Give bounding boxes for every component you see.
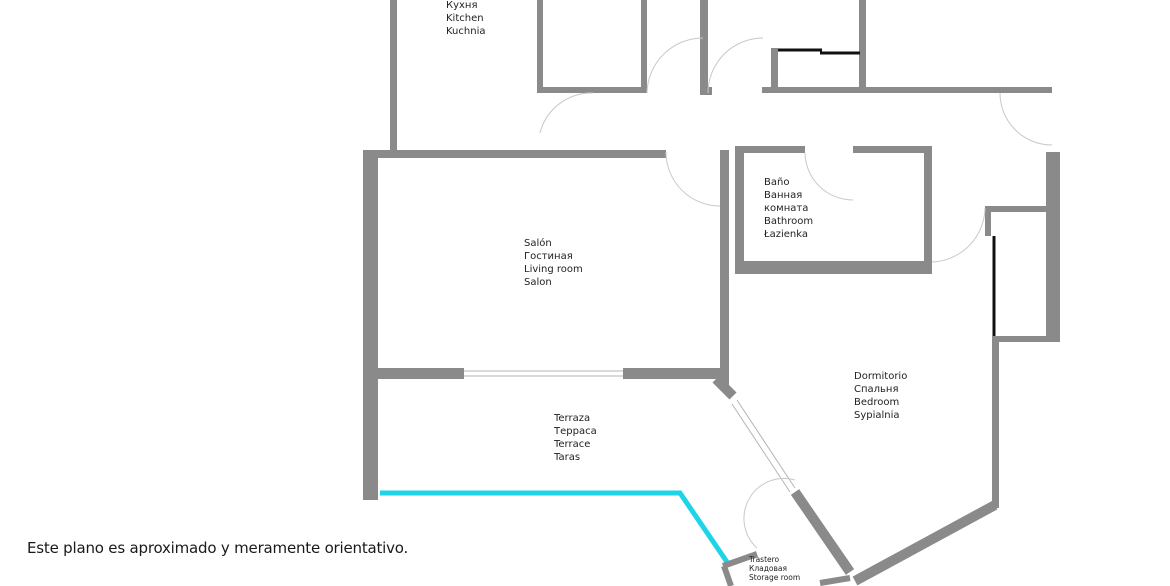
kitchen-label: Кухня Kitchen Kuchnia — [446, 0, 485, 37]
kitchen-label-line: Кухня — [446, 0, 478, 11]
storage-label-line: Trastero — [748, 555, 780, 564]
bedroom-label-line: Sypialnia — [854, 410, 900, 421]
bathroom-label-line: Baño — [764, 177, 789, 188]
living-room-walls — [363, 150, 729, 500]
bathroom-label-line: комната — [764, 203, 808, 214]
terrace-label-line: Taras — [553, 452, 580, 463]
kitchen-label-line: Kitchen — [446, 13, 484, 24]
living-room-label-line: Гостиная — [524, 251, 573, 262]
bedroom-label-line: Спальня — [854, 384, 899, 395]
bedroom-label-line: Dormitorio — [854, 371, 907, 382]
upper-walls — [390, 0, 1052, 152]
terrace-label-line: Terrace — [553, 439, 590, 450]
bathroom-label-line: Bathroom — [764, 216, 813, 227]
terrace-label-line: Терраса — [553, 426, 597, 437]
terrace-label: Terraza Терраса Terrace Taras — [553, 413, 597, 463]
bathroom-label-line: Łazienka — [763, 229, 808, 240]
living-room-label-line: Living room — [524, 264, 583, 275]
storage-label-line: Кладовая — [749, 564, 787, 573]
storage-label: Trastero Кладовая Storage room — [748, 555, 800, 582]
kitchen-label-line: Kuchnia — [446, 26, 485, 37]
living-room-label-line: Salón — [524, 237, 552, 249]
storage-label-line: Storage room — [749, 573, 800, 582]
bedroom-walls — [852, 336, 999, 586]
terrace-walls — [380, 375, 855, 575]
bathroom-label: Baño Ванная комната Bathroom Łazienka — [763, 177, 813, 240]
disclaimer-text: Este plano es aproximado y meramente ori… — [27, 539, 409, 557]
bathroom-label-line: Ванная — [764, 190, 802, 201]
bedroom-label-line: Bedroom — [854, 397, 899, 408]
bedroom-label: Dormitorio Спальня Bedroom Sypialnia — [854, 371, 907, 421]
wardrobe-walls — [985, 152, 1060, 342]
terrace-window — [464, 370, 623, 377]
door-swings — [539, 37, 1053, 549]
living-room-label: Salón Гостиная Living room Salon — [524, 237, 583, 288]
closet-detail — [778, 48, 860, 55]
terrace-label-line: Terraza — [553, 413, 590, 424]
bathroom-walls — [735, 146, 932, 274]
storage-walls — [721, 551, 851, 586]
living-room-label-line: Salon — [524, 277, 552, 288]
